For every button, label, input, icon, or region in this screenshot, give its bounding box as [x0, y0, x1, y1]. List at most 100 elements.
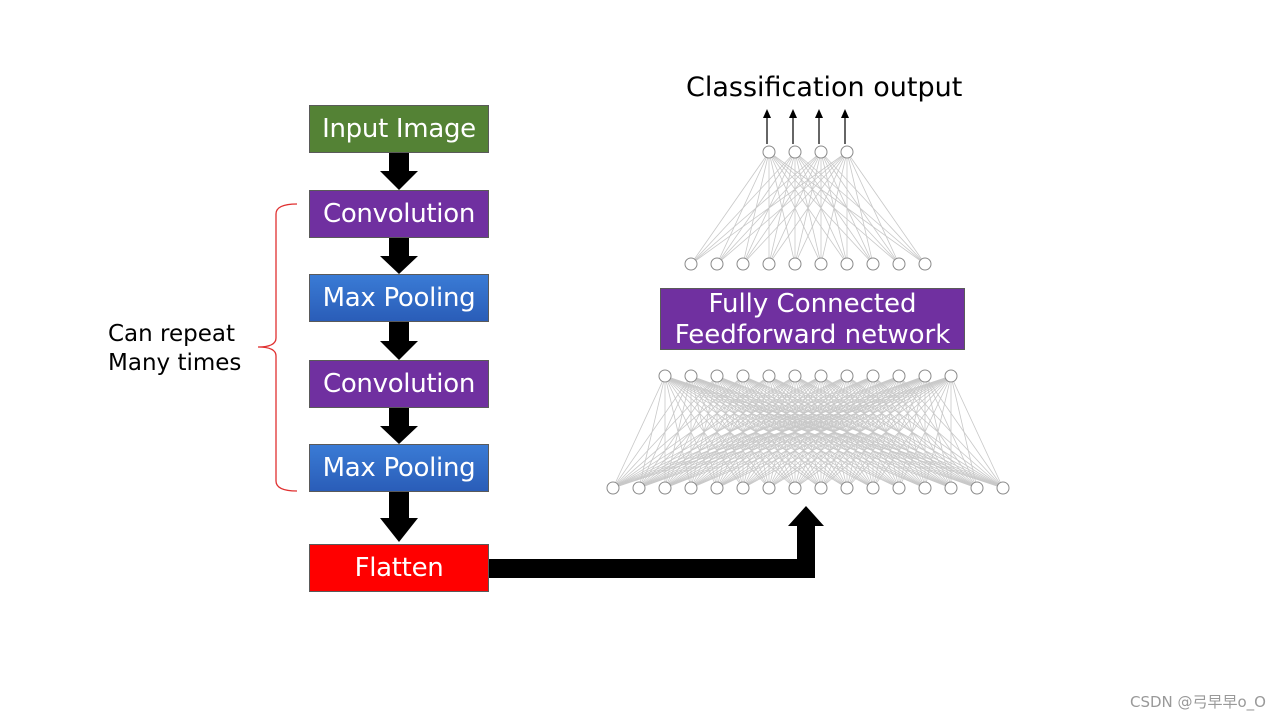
network-node: [944, 369, 958, 383]
network-edge: [612, 375, 666, 489]
network-node: [710, 481, 724, 495]
network-node: [762, 145, 776, 159]
network-node: [892, 257, 906, 271]
network-node: [788, 257, 802, 271]
network-node: [814, 481, 828, 495]
repeat-note: Can repeat Many times: [108, 320, 241, 378]
network-edge: [612, 375, 822, 489]
down-arrow-5: [380, 492, 418, 542]
network-node: [736, 369, 750, 383]
network-edge: [872, 375, 952, 489]
network-edge: [924, 375, 952, 489]
down-arrow-2: [380, 238, 418, 274]
max-pooling-box-2: Max Pooling: [309, 444, 489, 492]
network-edge: [664, 375, 952, 489]
repeat-note-line-1: Can repeat: [108, 321, 236, 347]
network-node: [840, 481, 854, 495]
network-edge: [742, 151, 848, 265]
network-node: [996, 481, 1010, 495]
down-arrow-3: [380, 322, 418, 360]
network-edge: [820, 151, 848, 265]
network-edge: [950, 375, 1004, 489]
network-edge: [612, 375, 796, 489]
network-edge: [612, 375, 692, 489]
network-node: [762, 481, 776, 495]
network-edge: [612, 375, 926, 489]
network-edge: [690, 375, 952, 489]
network-edge: [716, 375, 952, 489]
network-node: [866, 257, 880, 271]
classification-output-label: Classification output: [686, 72, 963, 103]
fully-connected-line-2: Feedforward network: [674, 320, 951, 350]
network-node: [944, 481, 958, 495]
network-node: [814, 257, 828, 271]
network-edge: [846, 151, 926, 265]
network-edge: [846, 151, 900, 265]
network-edge: [690, 151, 848, 265]
network-node: [866, 481, 880, 495]
network-edge: [612, 375, 848, 489]
network-node: [840, 145, 854, 159]
down-arrow-4: [380, 408, 418, 444]
network-node: [710, 369, 724, 383]
network-node: [736, 257, 750, 271]
network-node: [684, 481, 698, 495]
network-edge: [768, 375, 952, 489]
network-edge: [690, 151, 822, 265]
network-edge: [612, 375, 874, 489]
network-node: [918, 369, 932, 383]
network-node: [918, 257, 932, 271]
convolution-box-2: Convolution: [309, 360, 489, 408]
convolution-box-1: Convolution: [309, 190, 489, 238]
network-node: [788, 369, 802, 383]
max-pooling-box-1: Max Pooling: [309, 274, 489, 322]
network-edge: [612, 375, 718, 489]
output-arrows: [763, 109, 849, 144]
flatten-box: Flatten: [309, 544, 489, 592]
network-node: [892, 369, 906, 383]
network-node: [632, 481, 646, 495]
network-node: [892, 481, 906, 495]
network-edge: [768, 151, 848, 265]
network-edge: [820, 375, 952, 489]
network-edge: [612, 375, 900, 489]
output-arrow-head: [789, 109, 797, 118]
network-node: [840, 257, 854, 271]
network-node: [840, 369, 854, 383]
down-arrow-1: [380, 153, 418, 190]
network-edge: [638, 375, 952, 489]
network-edges: [612, 151, 1004, 489]
fully-connected-line-1: Fully Connected: [708, 289, 917, 319]
network-edge: [690, 151, 796, 265]
watermark: CSDN @弓早早o_O: [1129, 693, 1266, 711]
output-arrow-head: [841, 109, 849, 118]
flatten-connector-arrow: [489, 506, 824, 578]
repeat-brace: [257, 203, 298, 492]
network-node: [918, 481, 932, 495]
network-edge: [716, 151, 848, 265]
network-node: [710, 257, 724, 271]
network-node: [814, 145, 828, 159]
network-node: [606, 481, 620, 495]
network-node: [866, 369, 880, 383]
network-node: [762, 369, 776, 383]
network-nodes: [606, 145, 1010, 495]
network-edge: [898, 375, 952, 489]
network-node: [684, 369, 698, 383]
network-node: [970, 481, 984, 495]
network-edge: [846, 151, 874, 265]
repeat-note-line-2: Many times: [108, 350, 242, 376]
network-node: [658, 369, 672, 383]
network-edge: [612, 375, 770, 489]
input-image-box: Input Image: [309, 105, 489, 153]
network-node: [684, 257, 698, 271]
fully-connected-box: Fully Connected Feedforward network: [660, 288, 965, 350]
network-edge: [690, 151, 770, 265]
network-node: [658, 481, 672, 495]
network-node: [788, 145, 802, 159]
network-edge: [612, 375, 952, 489]
network-edge: [846, 375, 952, 489]
network-node: [814, 369, 828, 383]
output-arrow-head: [815, 109, 823, 118]
